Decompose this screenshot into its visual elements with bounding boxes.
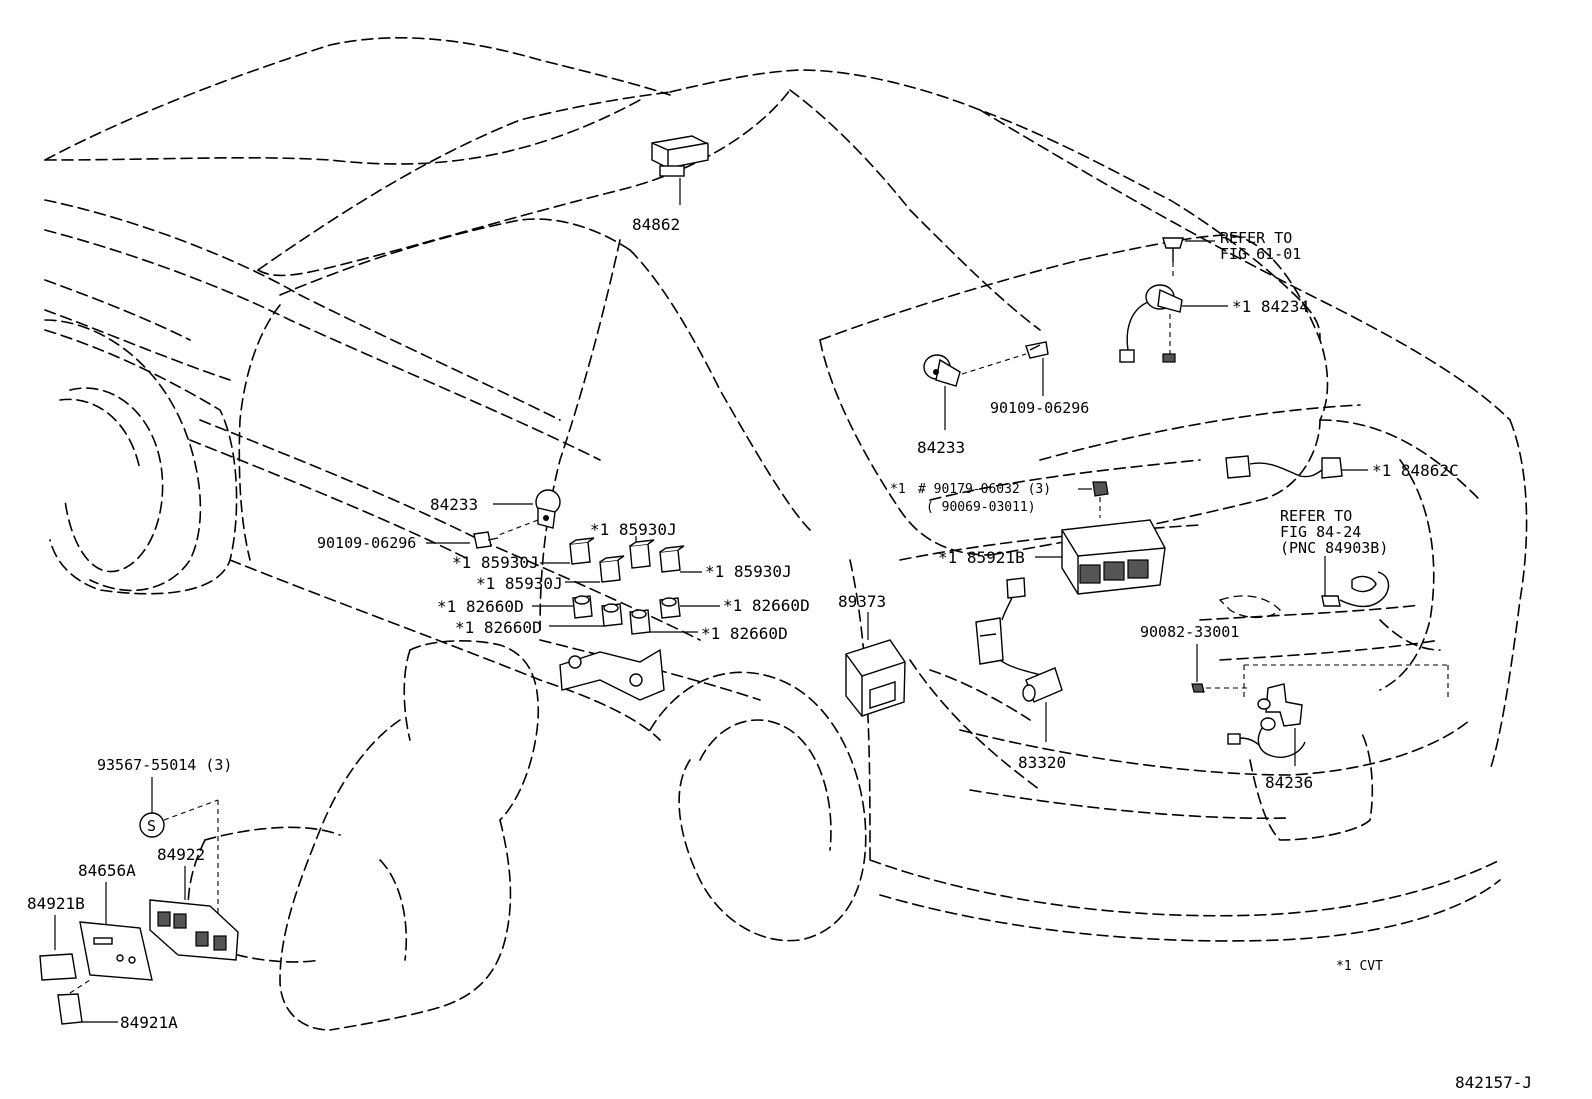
part-90179-nut: *1 # 90179-06032 (3) ( 90069-03011) xyxy=(890,481,1109,518)
label-85930J-b: *1 85930J xyxy=(452,553,539,572)
label-82660D-b: *1 82660D xyxy=(723,596,810,615)
part-89373: 89373 xyxy=(838,592,906,717)
label-82660D-c: *1 82660D xyxy=(455,618,542,637)
label-84233-mid: 84233 xyxy=(430,495,478,514)
part-84862C: *1 84862C xyxy=(1225,455,1459,480)
relay-group-85930J: *1 85930J *1 85930J *1 85930J *1 85930J xyxy=(452,520,792,593)
label-refer-fig-84-line3: (PNC 84903B) xyxy=(1280,539,1388,557)
label-84656A: 84656A xyxy=(78,861,136,880)
label-89373: 89373 xyxy=(838,592,886,611)
label-85930J-a: *1 85930J xyxy=(590,520,677,539)
label-84862: 84862 xyxy=(632,215,680,234)
label-84233-rear: 84233 xyxy=(917,438,965,457)
seat-outline xyxy=(187,640,540,1031)
label-90179: # 90179-06032 (3) xyxy=(918,482,1051,497)
part-84903B-ref: REFER TO FIG 84-24 (PNC 84903B) xyxy=(1280,507,1390,607)
label-84234: *1 84234 xyxy=(1232,297,1309,316)
label-refer-fig-61-line1: REFER TO xyxy=(1220,229,1292,247)
relay-group-82660D: *1 82660D *1 82660D *1 82660D *1 82660D xyxy=(437,595,810,701)
part-84234: REFER TO FIG 61-01 *1 84234 xyxy=(1119,229,1309,363)
label-90069: ( 90069-03011) xyxy=(926,500,1036,515)
part-84862: 84862 xyxy=(632,135,709,234)
label-refer-fig-84-line1: REFER TO xyxy=(1280,507,1352,525)
label-82660D-d: *1 82660D xyxy=(701,624,788,643)
label-85930J-c: *1 85930J xyxy=(476,574,563,593)
figure-code: 842157-J xyxy=(1455,1073,1532,1092)
label-90109-rear: 90109-06296 xyxy=(990,399,1089,417)
label-84922: 84922 xyxy=(157,845,205,864)
car-body-outline xyxy=(44,36,1528,942)
part-83320: 83320 xyxy=(975,577,1066,772)
part-85921B: *1 85921B xyxy=(938,519,1166,595)
label-85930J-d: *1 85930J xyxy=(705,562,792,581)
seat-switch-group: 93567-55014 (3) S 84922 84656A 84921B 84… xyxy=(27,756,239,1032)
part-84236: 84236 xyxy=(1227,664,1449,792)
label-90179-prefix: *1 xyxy=(890,482,906,497)
label-82660D-a: *1 82660D xyxy=(437,597,524,616)
label-84921A: 84921A xyxy=(120,1013,178,1032)
label-90082: 90082-33001 xyxy=(1140,623,1239,641)
label-84862C: *1 84862C xyxy=(1372,461,1459,480)
label-83320: 83320 xyxy=(1018,753,1066,772)
label-84236: 84236 xyxy=(1265,773,1313,792)
label-84921B: 84921B xyxy=(27,894,85,913)
part-84233-mid: 84233 90109-06296 xyxy=(317,489,561,552)
label-85921B: *1 85921B xyxy=(938,548,1025,567)
part-84233-rear: 84233 90109-06296 xyxy=(917,341,1089,457)
label-93567: 93567-55014 (3) xyxy=(97,756,232,774)
label-refer-fig-61-line2: FIG 61-01 xyxy=(1220,245,1301,263)
note-cvt: *1 CVT xyxy=(1336,959,1383,974)
label-refer-fig-84-line2: FIG 84-24 xyxy=(1280,523,1361,541)
part-90082-bolt: 90082-33001 xyxy=(1140,623,1250,693)
label-90109-mid: 90109-06296 xyxy=(317,534,416,552)
screw-symbol: S xyxy=(147,817,156,835)
